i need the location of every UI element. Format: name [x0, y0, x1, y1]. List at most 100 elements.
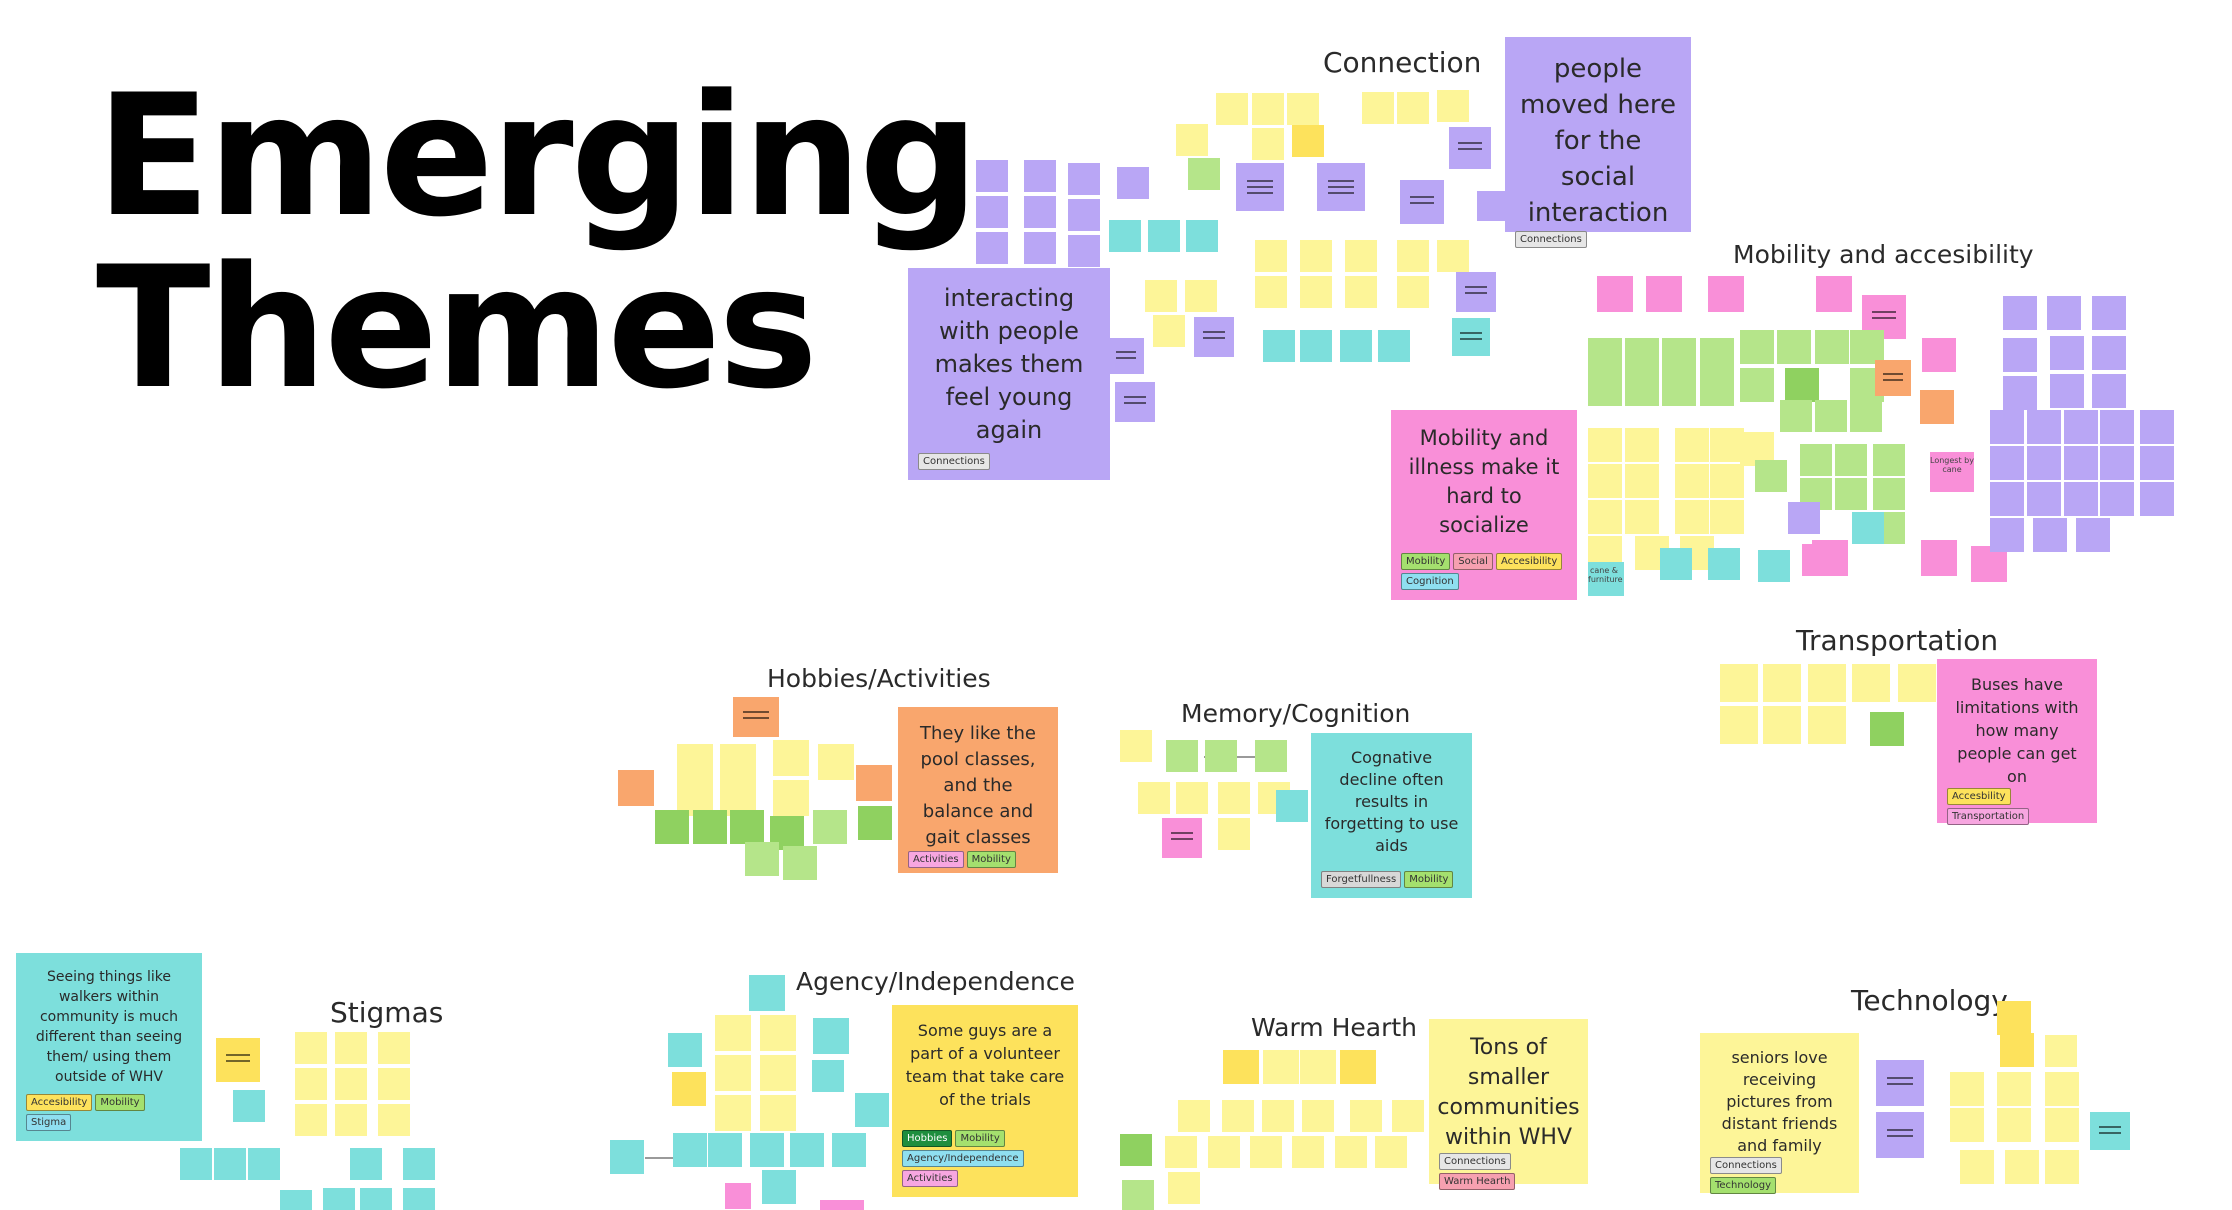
sticky-note[interactable]	[1675, 500, 1709, 534]
sticky-note[interactable]	[720, 744, 756, 780]
sticky-note[interactable]	[1997, 1001, 2031, 1035]
sticky-note[interactable]	[1437, 90, 1469, 122]
sticky-note[interactable]	[295, 1068, 327, 1100]
sticky-note[interactable]	[403, 1188, 435, 1210]
sticky-note[interactable]	[1971, 546, 2007, 582]
sticky-note[interactable]	[1162, 818, 1202, 858]
sticky-note[interactable]	[1921, 540, 1957, 576]
sticky-note[interactable]	[1920, 390, 1954, 424]
sticky-note[interactable]	[1185, 280, 1217, 312]
sticky-note[interactable]	[813, 810, 847, 844]
sticky-note[interactable]	[1740, 368, 1774, 402]
sticky-note[interactable]	[1740, 330, 1774, 364]
sticky-note[interactable]	[2090, 1112, 2130, 1150]
sticky-note[interactable]	[976, 232, 1008, 264]
sticky-note[interactable]	[1122, 1180, 1154, 1210]
sticky-note[interactable]	[1930, 452, 1974, 492]
sticky-note[interactable]	[1870, 712, 1904, 746]
sticky-note[interactable]	[1777, 330, 1811, 364]
sticky-note[interactable]	[1397, 276, 1429, 308]
sticky-note[interactable]	[773, 780, 809, 816]
sticky-note[interactable]	[715, 1055, 751, 1091]
sticky-note[interactable]	[1236, 163, 1284, 211]
sticky-note[interactable]	[1835, 444, 1867, 476]
sticky-note[interactable]	[1397, 240, 1429, 272]
sticky-note[interactable]	[1758, 550, 1790, 582]
sticky-note[interactable]	[1176, 124, 1208, 156]
sticky-note[interactable]	[1662, 372, 1696, 406]
sticky-note[interactable]	[715, 1015, 751, 1051]
sticky-note[interactable]	[1024, 232, 1056, 264]
sticky-note[interactable]	[1873, 444, 1905, 476]
sticky-note[interactable]	[1960, 1150, 1994, 1184]
sticky-note[interactable]	[1218, 782, 1250, 814]
sticky-note[interactable]	[672, 1072, 706, 1106]
sticky-note[interactable]	[403, 1148, 435, 1180]
sticky-note[interactable]	[1145, 280, 1177, 312]
sticky-note[interactable]	[1252, 128, 1284, 160]
sticky-note[interactable]	[655, 810, 689, 844]
sticky-note[interactable]	[1835, 478, 1867, 510]
sticky-note[interactable]	[725, 1183, 751, 1209]
sticky-note[interactable]	[1898, 664, 1936, 702]
sticky-note[interactable]	[1437, 240, 1469, 272]
sticky-note[interactable]	[1115, 382, 1155, 422]
sticky-note[interactable]	[1452, 318, 1490, 356]
callout-note-seniors[interactable]: seniors love receiving pictures from dis…	[1700, 1033, 1859, 1194]
sticky-note[interactable]	[858, 806, 892, 840]
sticky-note[interactable]	[1138, 782, 1170, 814]
sticky-note[interactable]	[1397, 92, 1429, 124]
sticky-note[interactable]	[1176, 782, 1208, 814]
sticky-note[interactable]	[1068, 163, 1100, 195]
sticky-note[interactable]	[1675, 428, 1709, 462]
sticky-note[interactable]	[1815, 400, 1847, 432]
sticky-note[interactable]	[673, 1133, 707, 1167]
sticky-note[interactable]	[248, 1148, 280, 1180]
sticky-note[interactable]	[1808, 664, 1846, 702]
sticky-note[interactable]	[1812, 540, 1848, 576]
sticky-note[interactable]	[1449, 127, 1491, 169]
sticky-note[interactable]	[1120, 730, 1152, 762]
sticky-note[interactable]	[2100, 410, 2134, 444]
sticky-note[interactable]	[2005, 1150, 2039, 1184]
sticky-note[interactable]	[323, 1188, 355, 1210]
sticky-note[interactable]	[1375, 1136, 1407, 1168]
sticky-note[interactable]	[1340, 330, 1372, 362]
sticky-note[interactable]	[1800, 444, 1832, 476]
sticky-note[interactable]	[1873, 478, 1905, 510]
callout-note-pool[interactable]: They like the pool classes, and the bala…	[898, 707, 1058, 873]
sticky-note[interactable]	[1875, 360, 1911, 396]
sticky-note[interactable]	[335, 1068, 367, 1100]
sticky-note[interactable]	[1178, 1100, 1210, 1132]
sticky-note[interactable]	[693, 810, 727, 844]
sticky-note[interactable]	[1117, 167, 1149, 199]
sticky-note[interactable]	[1588, 464, 1622, 498]
sticky-note[interactable]	[832, 1133, 866, 1167]
sticky-note[interactable]	[820, 1200, 864, 1210]
sticky-note[interactable]	[1024, 160, 1056, 192]
sticky-note[interactable]	[1345, 240, 1377, 272]
sticky-note[interactable]	[1588, 428, 1622, 462]
sticky-note[interactable]	[1263, 330, 1295, 362]
sticky-note[interactable]	[1362, 92, 1394, 124]
sticky-note[interactable]	[1815, 330, 1849, 364]
sticky-note[interactable]	[1024, 196, 1056, 228]
sticky-note[interactable]	[1194, 317, 1234, 357]
sticky-note[interactable]	[1300, 240, 1332, 272]
sticky-note[interactable]	[1153, 315, 1185, 347]
sticky-note[interactable]	[2076, 518, 2110, 552]
sticky-note[interactable]	[216, 1038, 260, 1082]
sticky-note[interactable]	[1785, 368, 1819, 402]
sticky-note[interactable]	[1990, 410, 2024, 444]
sticky-note[interactable]	[2050, 336, 2084, 370]
sticky-note[interactable]	[1068, 235, 1100, 267]
sticky-note[interactable]	[2064, 446, 2098, 480]
sticky-note[interactable]	[295, 1104, 327, 1136]
sticky-note[interactable]	[1223, 1050, 1259, 1084]
callout-note-young-again[interactable]: interacting with people makes them feel …	[908, 268, 1110, 480]
sticky-note[interactable]	[1662, 338, 1696, 372]
callout-note-buses[interactable]: Buses have limitations with how many peo…	[1937, 659, 2097, 825]
sticky-note[interactable]	[1646, 276, 1682, 312]
sticky-note[interactable]	[1755, 460, 1787, 492]
sticky-note[interactable]	[976, 196, 1008, 228]
